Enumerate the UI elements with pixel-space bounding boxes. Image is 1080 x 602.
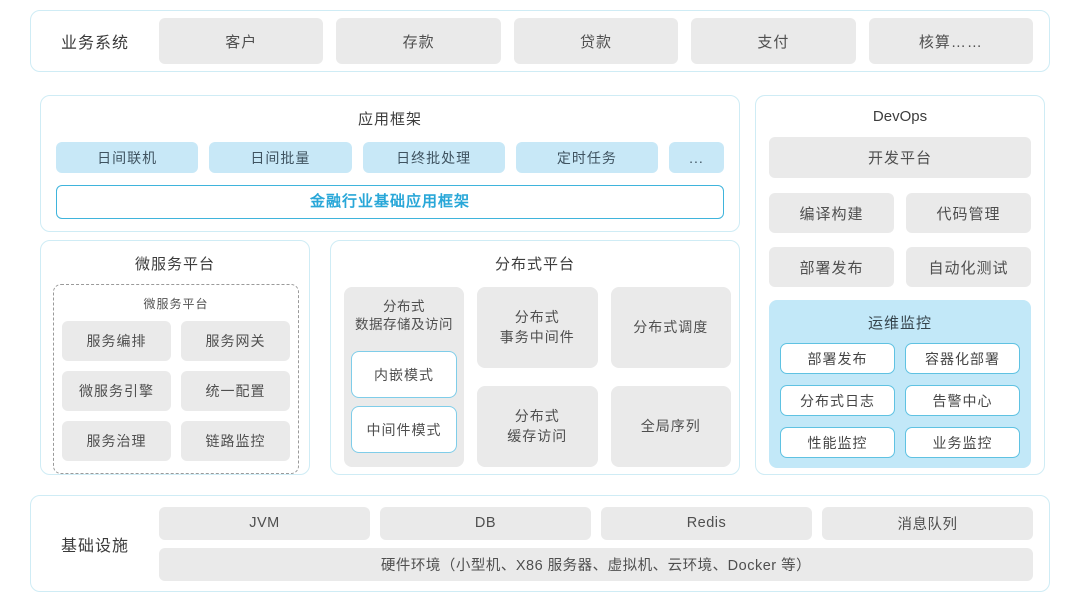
infrastructure-row: JVM DB Redis 消息队列 bbox=[159, 506, 1033, 540]
distributed-platform-title: 分布式平台 bbox=[494, 256, 575, 273]
microservice-item-engine: 微服务引擎 bbox=[62, 371, 171, 411]
devops-tool-automated-testing: 自动化测试 bbox=[906, 247, 1031, 287]
devops-tool-deploy-release: 部署发布 bbox=[769, 247, 894, 287]
microservice-item-gateway: 服务网关 bbox=[181, 321, 290, 361]
distributed-middle-column: 分布式 事务中间件 分布式 缓存访问 bbox=[477, 287, 598, 467]
app-module-eod-batch: 日终批处理 bbox=[362, 142, 505, 173]
microservice-inner-box: 微服务平台 服务编排 服务网关 微服务引擎 统一配置 服务治理 链路监控 bbox=[53, 284, 299, 474]
distributed-scheduling: 分布式调度 bbox=[610, 287, 731, 368]
distributed-transaction-middleware: 分布式 事务中间件 bbox=[477, 287, 598, 368]
devops-dev-platform: 开发平台 bbox=[769, 137, 1031, 178]
monitoring-containerized-deploy: 容器化部署 bbox=[905, 343, 1020, 374]
devops-tool-build: 编译构建 bbox=[769, 193, 894, 233]
business-systems-row: 客户 存款 贷款 支付 核算…… bbox=[159, 18, 1034, 64]
app-module-daytime-batch: 日间批量 bbox=[209, 142, 352, 173]
monitoring-deploy-release: 部署发布 bbox=[780, 343, 895, 374]
infrastructure-label: 基础设施 bbox=[60, 537, 129, 555]
finance-base-framework: 金融行业基础应用框架 bbox=[56, 185, 724, 219]
global-sequence: 全局序列 bbox=[610, 386, 731, 467]
infra-item-redis: Redis bbox=[601, 506, 812, 540]
monitoring-distributed-logs: 分布式日志 bbox=[780, 385, 895, 416]
devops-panel: DevOps 开发平台 编译构建 代码管理 部署发布 自动化测试 运维监控 部署… bbox=[755, 95, 1045, 475]
microservice-grid: 服务编排 服务网关 微服务引擎 统一配置 服务治理 链路监控 bbox=[62, 321, 290, 461]
business-item-loan: 贷款 bbox=[513, 18, 679, 64]
distributed-platform-panel: 分布式平台 分布式 数据存储及访问 内嵌模式 中间件模式 分布式 事务中间件 分… bbox=[330, 240, 740, 475]
infrastructure-body: JVM DB Redis 消息队列 硬件环境（小型机、X86 服务器、虚拟机、云… bbox=[159, 506, 1033, 581]
app-module-daytime-online: 日间联机 bbox=[56, 142, 199, 173]
microservice-platform-title: 微服务平台 bbox=[134, 256, 215, 273]
infra-item-jvm: JVM bbox=[159, 506, 370, 540]
hardware-environment: 硬件环境（小型机、X86 服务器、虚拟机、云环境、Docker 等） bbox=[159, 547, 1033, 581]
infra-item-message-queue: 消息队列 bbox=[822, 506, 1033, 540]
ops-monitoring-panel: 运维监控 部署发布 容器化部署 分布式日志 告警中心 性能监控 业务监控 bbox=[769, 300, 1031, 468]
microservice-inner-title: 微服务平台 bbox=[143, 297, 209, 311]
infrastructure-panel: 基础设施 JVM DB Redis 消息队列 硬件环境（小型机、X86 服务器、… bbox=[30, 495, 1050, 592]
devops-tool-code-management: 代码管理 bbox=[906, 193, 1031, 233]
ops-monitoring-grid: 部署发布 容器化部署 分布式日志 告警中心 性能监控 业务监控 bbox=[780, 343, 1020, 458]
ops-monitoring-title: 运维监控 bbox=[867, 315, 932, 332]
distributed-right-column: 分布式调度 全局序列 bbox=[610, 287, 731, 467]
microservice-item-orchestration: 服务编排 bbox=[62, 321, 171, 361]
business-item-deposit: 存款 bbox=[336, 18, 501, 64]
distributed-storage-title: 分布式 数据存储及访问 bbox=[355, 299, 453, 333]
microservice-item-config: 统一配置 bbox=[181, 371, 290, 411]
monitoring-performance: 性能监控 bbox=[780, 427, 895, 458]
storage-mode-middleware: 中间件模式 bbox=[351, 406, 457, 454]
microservice-platform-panel: 微服务平台 微服务平台 服务编排 服务网关 微服务引擎 统一配置 服务治理 链路… bbox=[40, 240, 310, 475]
app-framework-panel: 应用框架 日间联机 日间批量 日终批处理 定时任务 ... 金融行业基础应用框架 bbox=[40, 95, 740, 232]
infra-item-db: DB bbox=[380, 506, 591, 540]
app-framework-title: 应用框架 bbox=[357, 111, 422, 128]
devops-tools-grid: 编译构建 代码管理 部署发布 自动化测试 bbox=[769, 193, 1031, 287]
distributed-body: 分布式 数据存储及访问 内嵌模式 中间件模式 分布式 事务中间件 分布式 缓存访… bbox=[344, 287, 731, 467]
business-item-customer: 客户 bbox=[159, 18, 324, 64]
distributed-cache-access: 分布式 缓存访问 bbox=[477, 386, 598, 467]
app-framework-modules-row: 日间联机 日间批量 日终批处理 定时任务 ... bbox=[56, 142, 724, 173]
business-item-payment: 支付 bbox=[691, 18, 856, 64]
monitoring-business: 业务监控 bbox=[905, 427, 1020, 458]
monitoring-alert-center: 告警中心 bbox=[905, 385, 1020, 416]
distributed-storage-box: 分布式 数据存储及访问 内嵌模式 中间件模式 bbox=[344, 287, 464, 467]
business-systems-panel: 业务系统 客户 存款 贷款 支付 核算…… bbox=[30, 10, 1050, 72]
microservice-item-governance: 服务治理 bbox=[62, 421, 171, 461]
app-module-more: ... bbox=[669, 142, 724, 173]
storage-mode-embedded: 内嵌模式 bbox=[351, 351, 457, 399]
business-systems-label: 业务系统 bbox=[60, 35, 129, 52]
devops-title: DevOps bbox=[872, 108, 928, 125]
app-module-scheduled-task: 定时任务 bbox=[515, 142, 658, 173]
business-item-accounting: 核算…… bbox=[868, 18, 1034, 64]
microservice-item-tracing: 链路监控 bbox=[181, 421, 290, 461]
